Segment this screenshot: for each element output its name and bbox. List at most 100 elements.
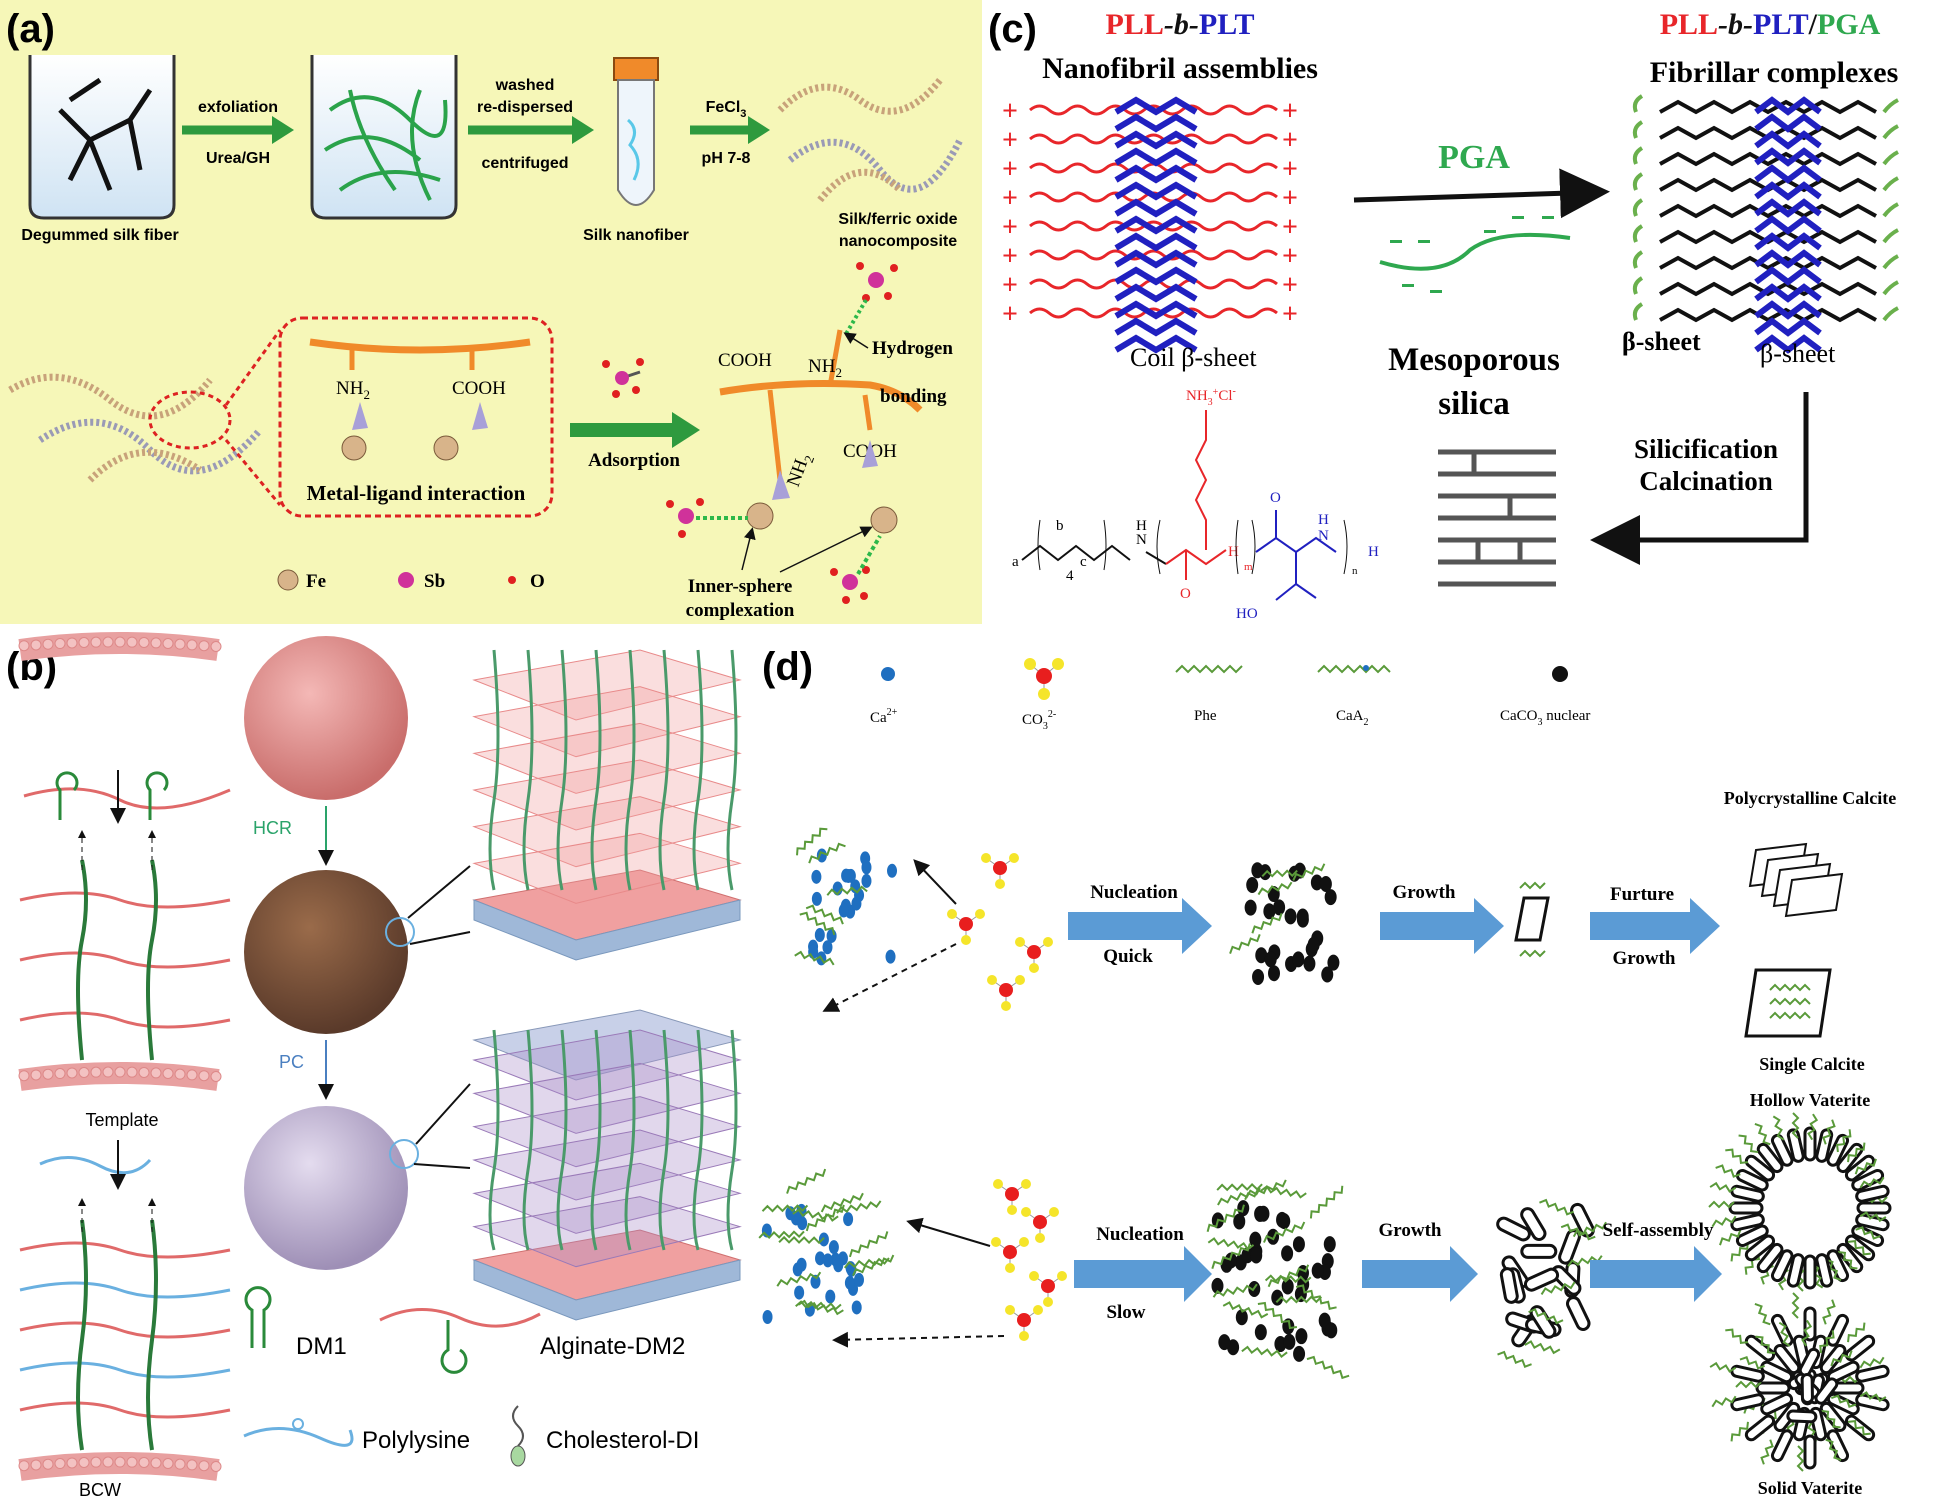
inner-sphere-label-2: complexation (686, 600, 795, 621)
hcr-label: HCR (253, 818, 292, 838)
pga-chain-icon (1379, 232, 1571, 271)
svg-text:+: + (1282, 96, 1298, 127)
arrow-nucleation-slow (1074, 1246, 1212, 1302)
bcw-assembly-steps (18, 632, 231, 1481)
legend-phe-label: Phe (1194, 708, 1217, 724)
arrow-nucleation-quick (1068, 898, 1212, 954)
inner-sphere-label-1: Inner-sphere (688, 576, 793, 597)
poly-calcite-label: Polycrystalline Calcite (1724, 788, 1896, 808)
centrifuge-tube-icon (613, 57, 659, 206)
svg-text:NH3+Cl-: NH3+Cl- (1186, 386, 1236, 408)
svg-text:+: + (1002, 241, 1018, 272)
arrow-self-assembly (1590, 1246, 1722, 1302)
product-caption-2: nanocomposite (839, 233, 957, 250)
svg-text:+: + (1002, 212, 1018, 243)
legend-co3-label: CO32- (1022, 709, 1056, 732)
svg-text:+: + (1002, 125, 1018, 156)
panel-a-label: (a) (6, 7, 55, 51)
legend-phe-marker (1175, 664, 1243, 674)
arrow-growth-1 (1380, 898, 1504, 954)
mesoporous-label-2: silica (1438, 386, 1510, 422)
antimonate-molecule-icon (602, 358, 644, 398)
silicification-arrow (1590, 392, 1809, 565)
nanofibril-assembly-icon: ++++++++++++++++ (1002, 96, 1298, 354)
svg-text:H: H (1228, 544, 1239, 560)
product-caption-1: Silk/ferric oxide (838, 211, 957, 228)
silicification-label: Silicification (1634, 434, 1778, 464)
legend-nuclear-marker (1552, 666, 1568, 682)
nh2-label-2: NH2 (808, 356, 842, 380)
arrow-growth-2 (1362, 1246, 1478, 1302)
hydrogen-label-1: Hydrogen (872, 338, 953, 359)
svg-text:N: N (1136, 532, 1147, 548)
svg-text:+: + (1282, 270, 1298, 301)
block-copolymer-structure: a b c 4 N H O NH3+Cl- H m O HO H N (1012, 386, 1379, 622)
legend-caa2-marker (1317, 664, 1391, 674)
legend-fe-marker (277, 569, 299, 591)
beta-sheet-label-a: β-sheet (1622, 327, 1701, 356)
svg-text:+: + (1282, 154, 1298, 185)
svg-text:H: H (1318, 512, 1329, 528)
bcw-label: BCW (79, 1480, 121, 1500)
hydrogen-label-2: bonding (880, 386, 947, 407)
svg-text:n: n (1352, 565, 1358, 577)
panel-d-label: (d) (762, 645, 813, 689)
svg-text:O: O (1270, 490, 1281, 506)
svg-text:+: + (1002, 96, 1018, 127)
growth-label-1: Growth (1393, 882, 1456, 903)
pga-charges (1390, 216, 1554, 293)
sphere-liposome (244, 636, 408, 800)
redispersed-label: re-dispersed (477, 99, 573, 116)
arrow-furture-growth (1590, 898, 1720, 954)
fecl3-label: FeCl3 (706, 99, 747, 120)
growth-label-2: Growth (1379, 1220, 1442, 1241)
svg-text:+: + (1282, 212, 1298, 243)
svg-text:+: + (1002, 154, 1018, 185)
metal-ligand-box (278, 316, 554, 518)
row-slow (758, 1112, 1892, 1472)
metal-ligand-label: Metal-ligand interaction (307, 481, 526, 505)
svg-text:4: 4 (1066, 568, 1074, 584)
nucleation-label-1: Nucleation (1090, 882, 1178, 903)
panel-b: (b) Template BCW HCR PC DM1 Alginate-DM2… (6, 632, 742, 1500)
template-label: Template (85, 1110, 158, 1130)
nanocomposite-fibers-icon (777, 77, 964, 203)
panel-a: (a) Degummed silk fiber exfoliation Urea… (0, 0, 982, 624)
nh2-label-1: NH2 (336, 378, 370, 402)
svg-text:+: + (1282, 125, 1298, 156)
legend-nuclear-label: CaCO3 nuclear (1500, 708, 1590, 728)
beaker-exfoliated-icon (310, 55, 458, 220)
legend-sb-marker (398, 572, 414, 588)
cooh-label-2: COOH (718, 350, 772, 371)
legend-sb-label: Sb (424, 571, 445, 592)
legend-caa2-label: CaA2 (1336, 708, 1369, 728)
svg-text:+: + (1282, 183, 1298, 214)
svg-text:N: N (1318, 528, 1329, 544)
svg-text:+: + (1282, 299, 1298, 330)
mesoporous-silica-icon (1438, 449, 1556, 587)
degummed-caption: Degummed silk fiber (21, 227, 178, 244)
sphere-hcr (244, 870, 408, 1034)
svg-text:b: b (1056, 518, 1064, 534)
silk-fiber-cluster-icon (8, 373, 263, 483)
svg-text:O: O (1180, 586, 1191, 602)
legend-b: DM1 Alginate-DM2 Polylysine Cholesterol-… (243, 1286, 699, 1467)
pga-label: PGA (1438, 139, 1510, 176)
legend-dm1: DM1 (296, 1333, 347, 1360)
pga-arrow (1353, 168, 1610, 219)
solid-vaterite-label: Solid Vaterite (1758, 1478, 1863, 1498)
beaker-degummed-icon (28, 55, 176, 220)
hollow-vaterite-label: Hollow Vaterite (1750, 1090, 1870, 1110)
self-assembly-label: Self-assembly (1603, 1220, 1714, 1241)
adsorption-label: Adsorption (588, 450, 680, 471)
svg-text:a: a (1012, 554, 1019, 570)
fibrillar-complex-icon (1632, 94, 1899, 354)
inner-sphere-molecule-2 (830, 534, 882, 604)
legend-o-label: O (530, 571, 545, 592)
membrane-network-blocks (472, 649, 742, 1321)
row-quick (794, 827, 1844, 1038)
sphere-pc (244, 1106, 408, 1270)
slow-label: Slow (1106, 1302, 1145, 1323)
nucleation-label-2: Nucleation (1096, 1224, 1184, 1245)
